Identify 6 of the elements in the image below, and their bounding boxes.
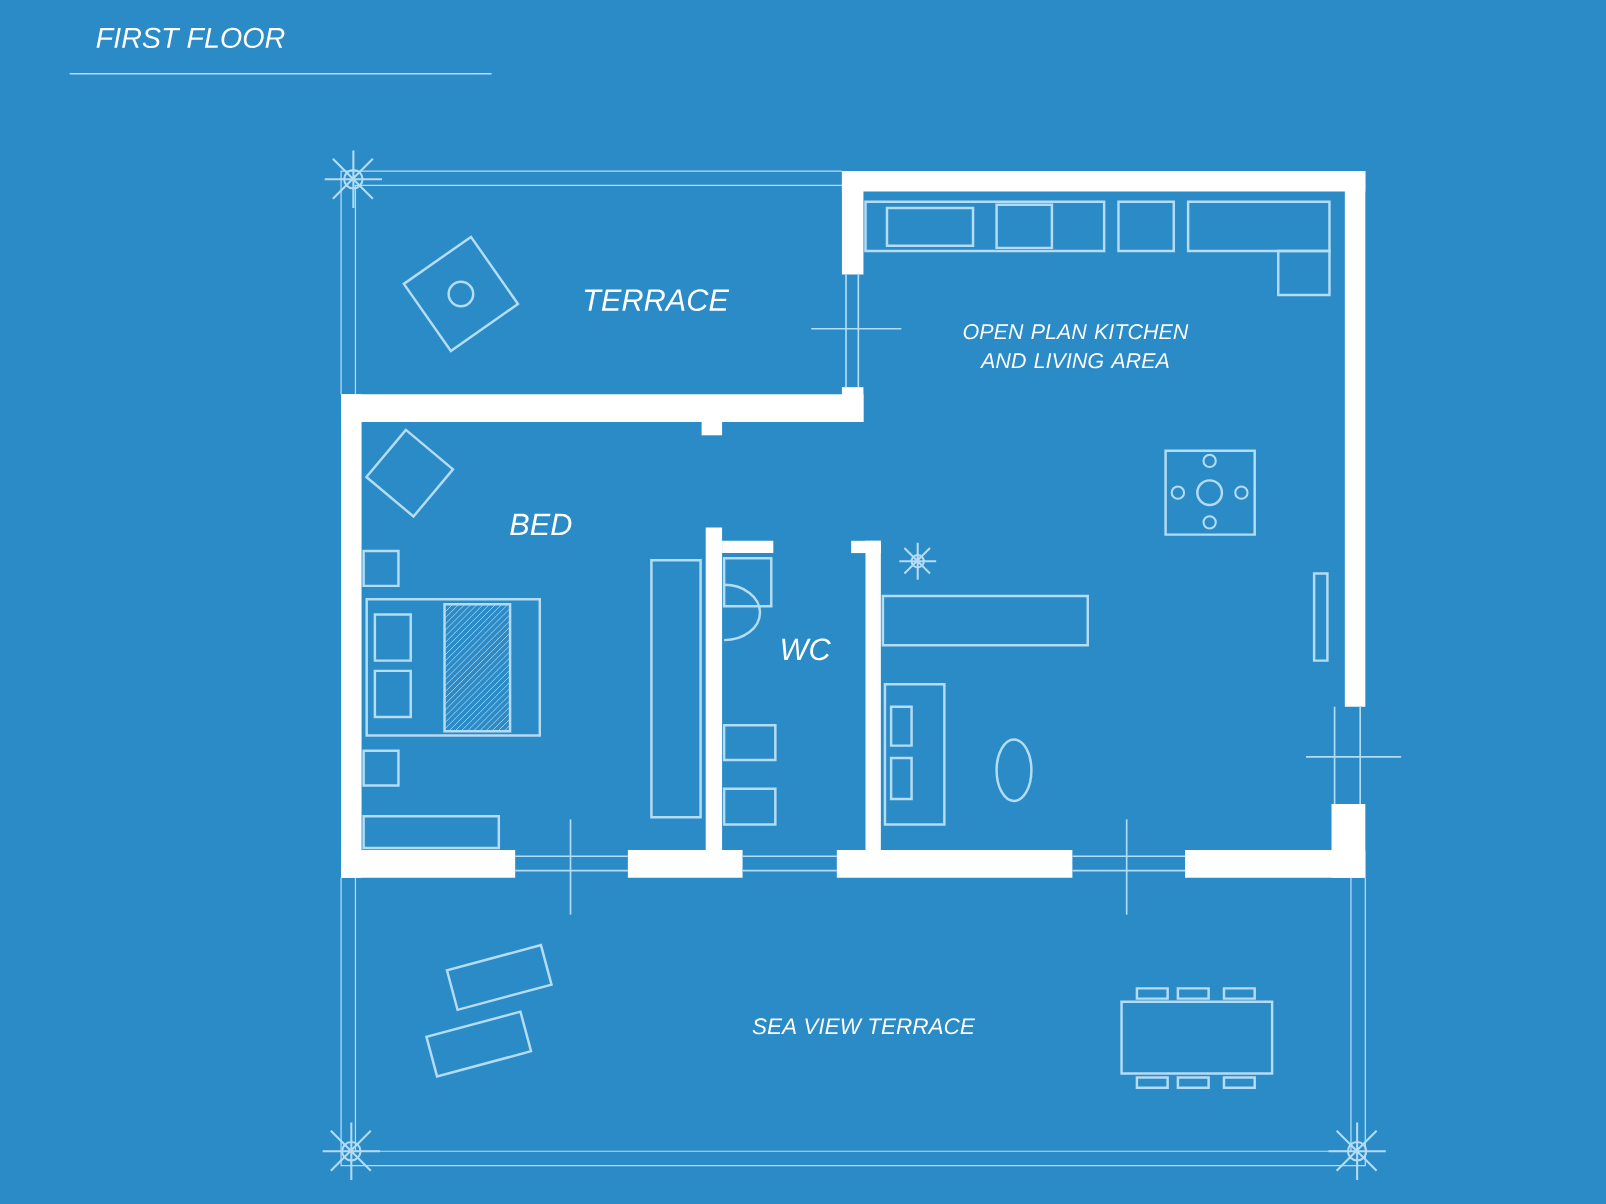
title: FIRST FLOOR bbox=[96, 27, 285, 48]
room-label: OPEN PLAN KITCHEN AND LIVING AREA bbox=[963, 323, 1189, 369]
room-label: TERRACE bbox=[584, 289, 730, 311]
room-label: SEA VIEW TERRACE bbox=[752, 1018, 976, 1035]
room-label: WC bbox=[782, 638, 831, 660]
room-label: BED bbox=[510, 513, 572, 535]
